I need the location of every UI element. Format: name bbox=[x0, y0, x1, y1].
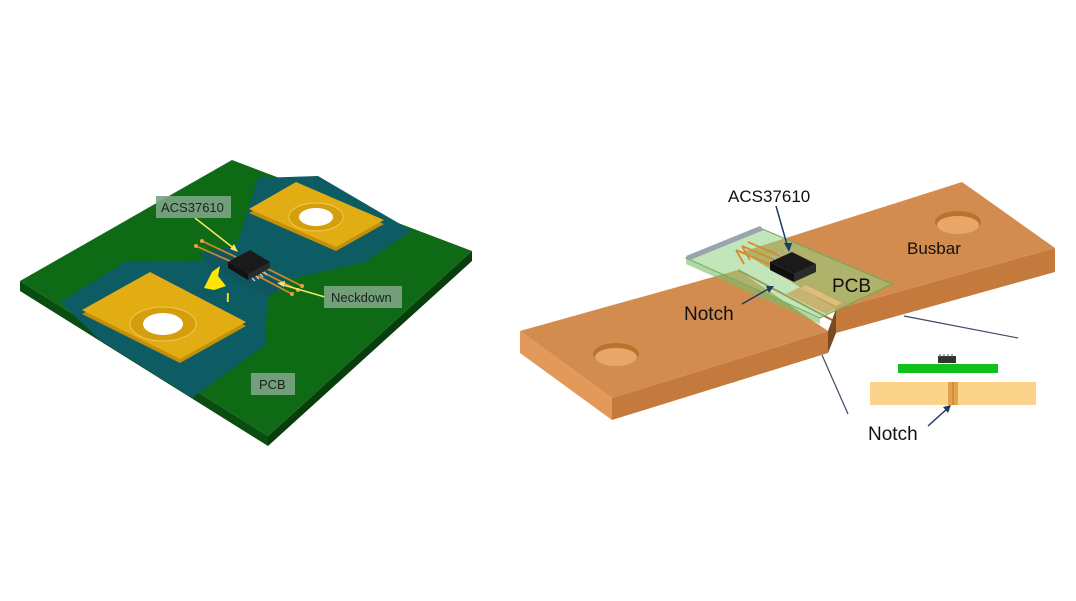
svg-text:ACS37610: ACS37610 bbox=[161, 200, 224, 215]
neckdown-pointer-head bbox=[277, 281, 285, 287]
right-figure: ACS37610 Busbar PCB Notch bbox=[520, 182, 1055, 420]
chip-acs37610-left bbox=[228, 250, 270, 282]
notch-right-pointer-head bbox=[766, 286, 774, 293]
trace-dot bbox=[200, 239, 204, 243]
label-busbar: Busbar bbox=[907, 239, 961, 258]
label-notch-inset: Notch bbox=[868, 424, 918, 445]
trace-dot bbox=[290, 292, 294, 296]
label-box-acs37610-left: ACS37610 bbox=[156, 196, 231, 218]
pad-upper-right bbox=[249, 182, 384, 251]
inset-chip bbox=[938, 354, 956, 363]
current-arrow bbox=[204, 266, 226, 290]
chip-pointer-head bbox=[230, 244, 238, 252]
inset-guide-line-bottom bbox=[821, 354, 849, 415]
svg-text:Neckdown: Neckdown bbox=[331, 290, 392, 305]
label-box-pcb-left: PCB bbox=[251, 373, 295, 395]
svg-text:PCB: PCB bbox=[259, 377, 286, 392]
pad-lower-left bbox=[82, 272, 246, 363]
chip-right-pointer-head bbox=[784, 243, 792, 252]
notch-right-pointer-line bbox=[741, 287, 771, 305]
neckdown-pointer-line bbox=[279, 283, 326, 298]
inset-pcb bbox=[898, 364, 998, 373]
chip-acs37610-right bbox=[770, 249, 816, 282]
inset-notch-pointer-line bbox=[927, 407, 949, 427]
inset-cross-section: Notch bbox=[821, 315, 1036, 445]
chip-right-pointer-line bbox=[775, 205, 789, 249]
left-figure: I ACS37610 Neckdown PCB bbox=[20, 160, 472, 446]
label-pcb-right: PCB bbox=[832, 276, 871, 297]
label-notch-right: Notch bbox=[684, 304, 734, 325]
busbar-left-segment bbox=[520, 270, 828, 420]
inset-notch-pointer-head bbox=[943, 405, 951, 413]
trace-dot bbox=[300, 284, 304, 288]
busbar-notch-gap bbox=[828, 309, 836, 353]
trace-dot bbox=[194, 244, 198, 248]
inset-guide-line-top bbox=[903, 315, 1019, 339]
current-label: I bbox=[226, 290, 230, 305]
chip-pointer-line bbox=[194, 217, 237, 251]
label-acs37610-right: ACS37610 bbox=[728, 187, 810, 206]
label-box-neckdown: Neckdown bbox=[324, 286, 402, 308]
pcb-board-side-right bbox=[268, 251, 472, 446]
